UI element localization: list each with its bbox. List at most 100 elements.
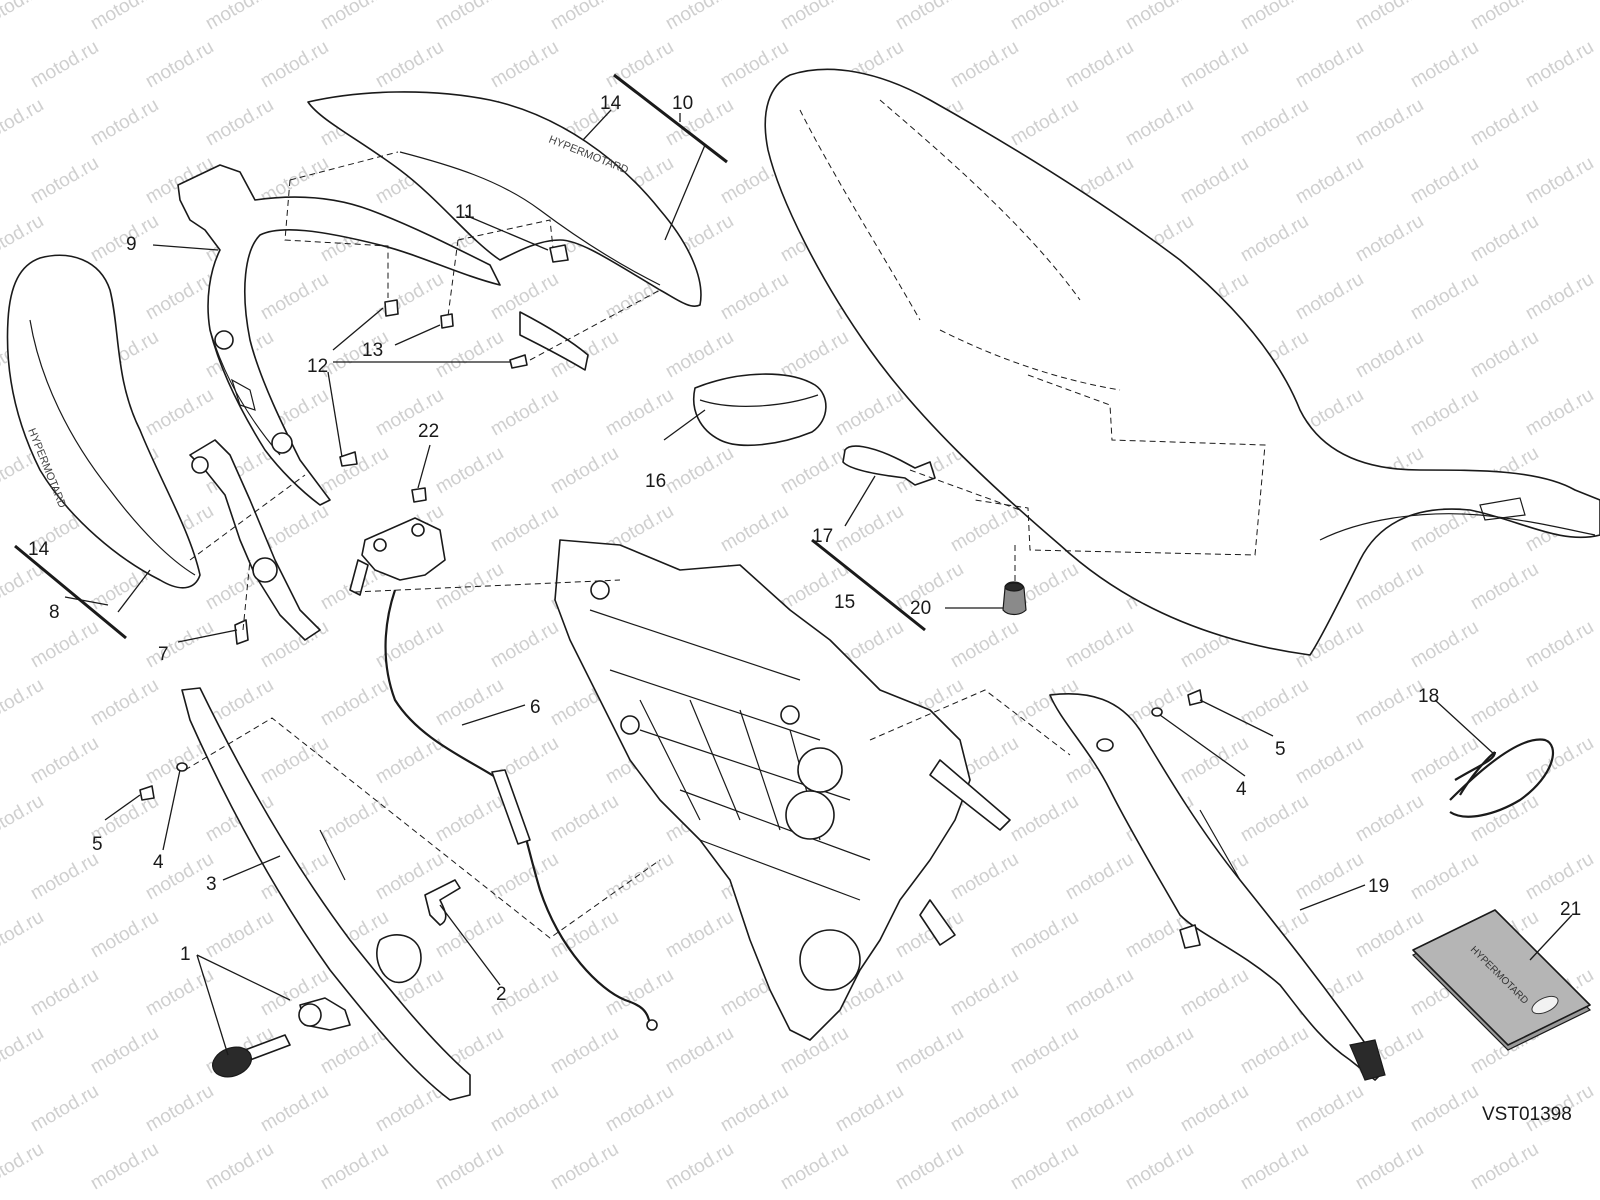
watermark-text: motod.ru — [547, 443, 622, 499]
watermark-text: motod.ru — [1062, 37, 1137, 93]
watermark-text: motod.ru — [1467, 327, 1542, 383]
watermark-text: motod.ru — [1407, 269, 1482, 325]
watermark-text: motod.ru — [27, 153, 102, 209]
watermark-text: motod.ru — [1522, 385, 1597, 441]
watermark-text: motod.ru — [0, 791, 47, 847]
callout-12: 12 — [307, 356, 328, 377]
callout-6: 6 — [530, 697, 541, 718]
watermark-text: motod.ru — [1407, 617, 1482, 673]
screw-12b — [509, 354, 528, 369]
screw-12c — [339, 451, 358, 467]
watermark-text: motod.ru — [202, 1139, 277, 1195]
rubber-bumper — [1002, 581, 1027, 616]
watermark-text: motod.ru — [1407, 385, 1482, 441]
leader-lines — [14, 73, 1573, 1056]
watermark-text: motod.ru — [87, 95, 162, 151]
callout-5-left: 5 — [92, 834, 103, 855]
callout-17: 17 — [812, 526, 833, 547]
watermark-text: motod.ru — [1062, 1081, 1137, 1137]
side-cover-right — [1049, 692, 1386, 1081]
watermark-text: motod.ru — [0, 1023, 47, 1079]
watermark-text: motod.ru — [142, 269, 217, 325]
watermark-text: motod.ru — [1292, 37, 1367, 93]
watermark-text: motod.ru — [0, 675, 47, 731]
watermark-text: motod.ru — [142, 1081, 217, 1137]
assembly-lines — [184, 151, 1071, 939]
watermark-text: motod.ru — [1522, 849, 1597, 905]
washer-4-right — [1151, 707, 1163, 717]
watermark-text: motod.ru — [317, 791, 392, 847]
watermark-text: motod.ru — [1407, 37, 1482, 93]
watermark-text: motod.ru — [947, 849, 1022, 905]
watermark-text: motod.ru — [202, 95, 277, 151]
watermark-text: motod.ru — [257, 733, 332, 789]
callout-13: 13 — [362, 340, 383, 361]
watermark-text: motod.ru — [432, 327, 507, 383]
watermark-text: motod.ru — [1177, 153, 1252, 209]
callout-20: 20 — [910, 598, 931, 619]
watermark-text: motod.ru — [432, 443, 507, 499]
watermark-text: motod.ru — [487, 849, 562, 905]
watermark-text: motod.ru — [1467, 1139, 1542, 1195]
watermark-text: motod.ru — [1177, 965, 1252, 1021]
watermark-text: motod.ru — [602, 849, 677, 905]
watermark-text: motod.ru — [602, 965, 677, 1021]
watermark-text: motod.ru — [142, 617, 217, 673]
watermark-text: motod.ru — [1407, 153, 1482, 209]
watermark-text: motod.ru — [1237, 95, 1312, 151]
watermark-text: motod.ru — [1177, 1081, 1252, 1137]
watermark-text: motod.ru — [947, 501, 1022, 557]
callout-4-right: 4 — [1236, 779, 1247, 800]
watermark-text: motod.ru — [602, 37, 677, 93]
screw-5-right — [1187, 689, 1203, 706]
callout-21: 21 — [1560, 899, 1581, 920]
watermark-text: motod.ru — [1352, 559, 1427, 615]
watermark-text: motod.ru — [1407, 1081, 1482, 1137]
watermark-text: motod.ru — [27, 849, 102, 905]
watermark-text: motod.ru — [1352, 95, 1427, 151]
watermark-text: motod.ru — [777, 0, 852, 34]
owners-manual: HYPERMOTARD — [1411, 909, 1592, 1051]
watermark-text: motod.ru — [777, 327, 852, 383]
watermark-text: motod.ru — [1467, 211, 1542, 267]
watermark-text: motod.ru — [257, 269, 332, 325]
watermark-text: motod.ru — [1237, 675, 1312, 731]
clip-11 — [549, 244, 569, 263]
watermark-text: motod.ru — [547, 907, 622, 963]
watermark-text: motod.ru — [27, 733, 102, 789]
watermark-text: motod.ru — [1122, 1023, 1197, 1079]
callout-16: 16 — [645, 471, 666, 492]
watermark-text: motod.ru — [1407, 849, 1482, 905]
watermark-text: motod.ru — [142, 37, 217, 93]
watermark-text: motod.ru — [487, 385, 562, 441]
watermark-text: motod.ru — [1062, 965, 1137, 1021]
watermark-text: motod.ru — [1007, 791, 1082, 847]
watermark-text: motod.ru — [87, 1023, 162, 1079]
watermark-text: motod.ru — [487, 617, 562, 673]
watermark-text: motod.ru — [1237, 791, 1312, 847]
screw-7 — [234, 619, 249, 645]
watermark-text: motod.ru — [0, 95, 47, 151]
watermark-text: motod.ru — [892, 1139, 967, 1195]
watermark-text: motod.ru — [1352, 0, 1427, 34]
callout-19: 19 — [1368, 876, 1389, 897]
seat-latch — [349, 517, 446, 596]
watermark-text: motod.ru — [1122, 0, 1197, 34]
watermark-text: motod.ru — [0, 1139, 47, 1195]
watermark-text: motod.ru — [1352, 791, 1427, 847]
watermark-text: motod.ru — [947, 965, 1022, 1021]
callout-18: 18 — [1418, 686, 1439, 707]
watermark-text: motod.ru — [257, 1081, 332, 1137]
watermark-text: motod.ru — [662, 327, 737, 383]
watermark-text: motod.ru — [892, 0, 967, 34]
watermark-text: motod.ru — [317, 1139, 392, 1195]
watermark-text: motod.ru — [1467, 0, 1542, 34]
watermark-text: motod.ru — [1062, 617, 1137, 673]
watermark-text: motod.ru — [87, 0, 162, 34]
lower-side-panel-left — [181, 687, 471, 1101]
watermark-text: motod.ru — [1007, 95, 1082, 151]
watermark-text: motod.ru — [1292, 153, 1367, 209]
washer-4-left — [176, 762, 188, 772]
watermark-text: motod.ru — [1292, 733, 1367, 789]
watermark-text: motod.ru — [317, 443, 392, 499]
